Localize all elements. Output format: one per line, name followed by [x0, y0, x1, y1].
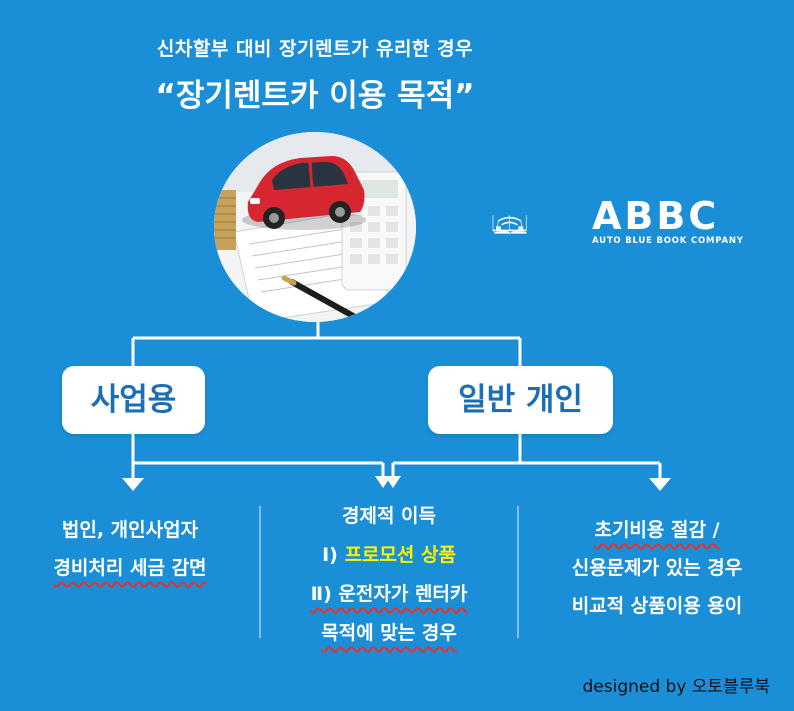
abbc-car-book-icon [492, 215, 527, 234]
abbc-logo-text: ABBC [592, 194, 720, 238]
business-benefit-line2: 경비처리 세금 감면 [53, 557, 207, 579]
item1-highlight: 프로모션 상품 [344, 544, 456, 566]
page-title: “장기렌트카 이용 목적” [155, 78, 475, 114]
shared-benefit-item1: Ⅰ) 프로모션 상품 [264, 536, 514, 575]
column-divider-left [259, 506, 261, 638]
car-illustration [214, 132, 416, 322]
column-divider-right [517, 506, 519, 638]
shared-benefit-item2: Ⅱ) 운전자가 렌터카 [310, 583, 468, 605]
shared-benefit-heading: 경제적 이득 [341, 505, 436, 527]
designer-credit: designed by 오토블루북 [582, 677, 770, 697]
shared-benefit-item2-cont: 목적에 맞는 경우 [321, 622, 457, 644]
personal-use-box: 일반 개인 [428, 366, 613, 434]
subtitle: 신차할부 대비 장기렌트가 유리한 경우 [156, 38, 474, 60]
personal-benefit-line2: 신용문제가 있는 경우 [571, 557, 743, 579]
shared-benefits: 경제적 이득 Ⅰ) 프로모션 상품 Ⅱ) 운전자가 렌터카 목적에 맞는 경우 [264, 497, 514, 653]
car-finance-photo [214, 132, 416, 322]
arrow-down-left [122, 478, 144, 491]
personal-benefit-line3: 비교적 상품이용 용이 [571, 595, 743, 617]
arrow-down-mid-right [385, 476, 401, 488]
item1-prefix: Ⅰ) [322, 544, 345, 566]
personal-benefit-line1: 초기비용 절감 / [594, 519, 720, 541]
personal-benefits: 초기비용 절감 / 신용문제가 있는 경우 비교적 상품이용 용이 [520, 511, 794, 625]
abbc-logo-tagline: AUTO BLUE BOOK COMPANY [592, 236, 744, 246]
business-benefit-line1: 법인, 개인사업자 [61, 519, 199, 541]
business-use-box: 사업용 [62, 366, 205, 434]
arrow-down-right [649, 478, 671, 491]
business-benefits: 법인, 개인사업자 경비처리 세금 감면 [10, 511, 250, 587]
